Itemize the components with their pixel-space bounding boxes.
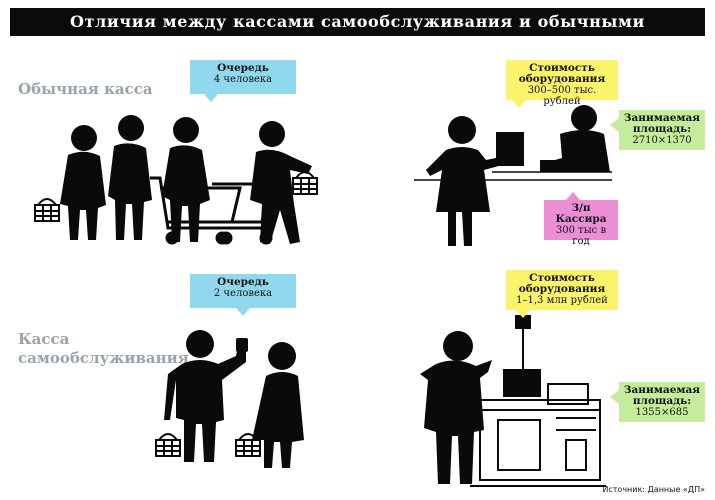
shopping-basket-icon-4: [235, 433, 261, 457]
regular-equipment-callout-tail: [512, 100, 526, 108]
regular-queue-title: Очередь: [217, 62, 269, 74]
self-queue-person-2: [252, 342, 304, 468]
queue-person-4: [250, 121, 312, 244]
self-queue-callout: Очередь 2 человека: [190, 274, 296, 308]
self-area-title-2: площадь:: [632, 395, 692, 407]
self-checkout-label-line1: Касса: [18, 330, 70, 348]
self-equipment-callout-tail: [516, 310, 530, 318]
self-queue-value: 2 человека: [213, 288, 273, 299]
queue-person-1: [60, 125, 106, 240]
shopping-basket-icon-2: [292, 171, 318, 195]
cashier-salary-title-2: Кассира: [555, 213, 607, 225]
self-area-value: 1355×685: [635, 407, 689, 418]
source-note: Источник: Данные «ДП»: [602, 485, 705, 494]
regular-area-title-1: Занимаемая: [623, 112, 701, 124]
regular-equipment-value: 300–500 тыс. рублей: [527, 85, 597, 107]
infographic-title: Отличия между кассами самообслуживания и…: [10, 8, 705, 36]
regular-equipment-title-2: оборудования: [518, 73, 606, 85]
regular-area-title-2: площадь:: [632, 123, 692, 135]
shopping-basket-icon-3: [155, 433, 181, 457]
cashier-salary-callout: З/п Кассира 300 тыс в год: [544, 200, 618, 247]
self-checkout-label: Касса самообслуживания: [18, 330, 189, 368]
self-queue-callout-tail: [236, 308, 250, 316]
regular-queue-value: 4 человека: [213, 74, 273, 85]
self-queue-title: Очередь: [217, 276, 269, 288]
regular-area-callout: Занимаемая площадь: 2710×1370: [619, 110, 705, 150]
self-equipment-value: 1–1,3 млн рублей: [516, 295, 608, 306]
regular-queue-callout-tail: [204, 94, 218, 102]
regular-area-value: 2710×1370: [632, 135, 692, 146]
cashier-person: [540, 105, 610, 172]
self-checkout-customer: [420, 331, 492, 484]
queue-person-2: [108, 115, 152, 240]
customer-woman: [426, 116, 506, 246]
self-equipment-callout: Стоимость оборудования 1–1,3 млн рублей: [506, 270, 618, 310]
self-equipment-title-2: оборудования: [518, 283, 606, 295]
self-checkout-label-line2: самообслуживания: [18, 349, 189, 367]
regular-queue-callout: Очередь 4 человека: [190, 60, 296, 94]
self-area-callout-tail: [610, 390, 619, 404]
regular-checkout-label: Обычная касса: [18, 80, 153, 98]
queue-person-3: [162, 117, 210, 242]
self-checkout-kiosk-icon: [470, 315, 606, 487]
self-area-callout: Занимаемая площадь: 1355×685: [619, 382, 705, 422]
self-area-title-1: Занимаемая: [623, 384, 701, 396]
cashier-salary-value: 300 тыс в год: [555, 225, 607, 247]
self-queue-person-1: [164, 330, 248, 462]
shopping-basket-icon: [34, 198, 60, 222]
cashier-salary-title-1: З/п: [571, 202, 591, 214]
self-equipment-title-1: Стоимость: [529, 272, 595, 284]
regular-equipment-callout: Стоимость оборудования 300–500 тыс. рубл…: [506, 60, 618, 107]
cash-register-icon: [496, 132, 524, 166]
cashier-salary-callout-tail: [566, 192, 580, 200]
regular-equipment-title-1: Стоимость: [529, 62, 595, 74]
regular-area-callout-tail: [610, 118, 619, 132]
